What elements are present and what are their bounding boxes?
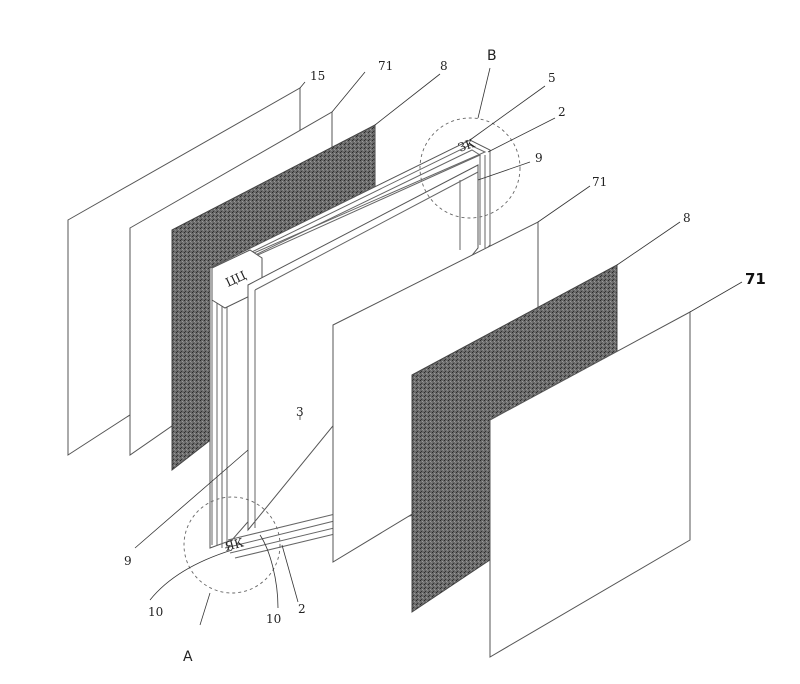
sheet-71-front <box>489 311 691 658</box>
detail-circle-A <box>183 496 281 594</box>
label-71-mid: 71 <box>592 175 607 189</box>
frame-mark-top: ЗК <box>456 136 477 155</box>
label-8-top: 8 <box>440 59 448 73</box>
label-10-mid: 10 <box>266 612 281 626</box>
label-B: B <box>487 48 497 64</box>
label-71-big: 71 <box>745 270 766 288</box>
label-10-left: 10 <box>148 605 163 619</box>
frame-mark-bottom: ЯК <box>223 535 246 554</box>
detail-circle-B <box>419 117 521 219</box>
leader-lines <box>134 67 743 626</box>
label-15: 15 <box>310 69 325 83</box>
label-8-right: 8 <box>683 211 691 225</box>
label-2-top: 2 <box>558 105 566 119</box>
label-71-top: 71 <box>378 59 393 73</box>
label-2-bottom: 2 <box>298 602 306 616</box>
label-3: 3 <box>296 405 304 419</box>
label-9-right: 9 <box>535 151 543 165</box>
label-9-left: 9 <box>124 554 132 568</box>
label-A: A <box>183 649 193 665</box>
label-5: 5 <box>548 71 556 85</box>
